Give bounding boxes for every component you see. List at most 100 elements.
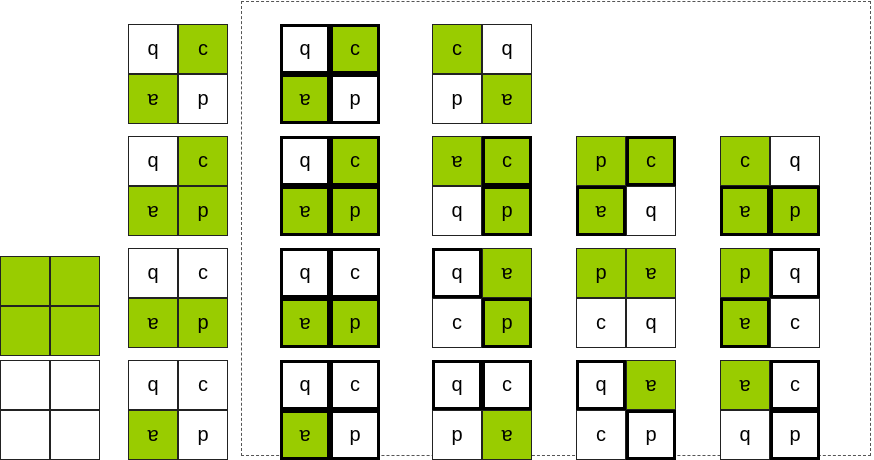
cell-letter: c xyxy=(740,150,750,172)
cell-letter: q xyxy=(299,150,311,172)
cell-letter: c xyxy=(350,374,360,396)
grid-cell: c xyxy=(432,24,482,74)
grid-cell: p xyxy=(432,410,482,460)
grid-cell: c xyxy=(770,298,820,348)
grid-cell: p xyxy=(482,298,532,348)
cell-letter: ɐ xyxy=(299,424,311,446)
cell-letter: p xyxy=(645,424,657,446)
cell-letter: c xyxy=(350,38,360,60)
cell-letter: q xyxy=(451,200,463,222)
cell-letter: c xyxy=(198,38,208,60)
grid-cell: q xyxy=(770,248,820,298)
grid-cell: p xyxy=(330,74,380,124)
cell-letter: ɐ xyxy=(299,312,311,334)
grid-cell: ɐ xyxy=(432,136,482,186)
grid-cell xyxy=(0,360,50,410)
grid-cell: q xyxy=(280,136,330,186)
cell-letter: q xyxy=(645,200,657,222)
cell-letter: c xyxy=(350,262,360,284)
cell-letter: ɐ xyxy=(147,200,159,222)
cell-letter: c xyxy=(198,150,208,172)
grid-cell: c xyxy=(576,298,626,348)
grid-cell: c xyxy=(770,360,820,410)
grid-cell: c xyxy=(720,136,770,186)
grid-cell: c xyxy=(178,360,228,410)
cell-letter: c xyxy=(452,312,462,334)
grid-cell: c xyxy=(178,248,228,298)
cell-letter: p xyxy=(349,312,361,334)
cell-letter: p xyxy=(595,150,607,172)
cell-letter: ɐ xyxy=(739,374,751,396)
cell-letter: p xyxy=(197,424,209,446)
grid-cell: q xyxy=(128,136,178,186)
grid-cell: c xyxy=(482,136,532,186)
cell-letter: q xyxy=(147,262,159,284)
cell-letter: ɐ xyxy=(501,262,513,284)
cell-letter: q xyxy=(147,150,159,172)
grid-cell: c xyxy=(178,24,228,74)
grid-cell: p xyxy=(576,248,626,298)
grid-cell xyxy=(0,306,50,356)
grid-cell xyxy=(50,360,100,410)
grid-cell xyxy=(0,256,50,306)
grid-cell: q xyxy=(280,24,330,74)
cell-letter: ɐ xyxy=(147,312,159,334)
cell-letter: ɐ xyxy=(299,88,311,110)
grid-cell: q xyxy=(576,360,626,410)
cell-letter: ɐ xyxy=(645,262,657,284)
grid-cell: p xyxy=(330,410,380,460)
grid-cell: p xyxy=(770,186,820,236)
cell-letter: q xyxy=(299,38,311,60)
grid-cell xyxy=(50,306,100,356)
cell-letter: c xyxy=(198,374,208,396)
grid-cell: c xyxy=(432,298,482,348)
cell-letter: p xyxy=(789,200,801,222)
cell-letter: p xyxy=(197,88,209,110)
cell-letter: c xyxy=(198,262,208,284)
cell-letter: p xyxy=(451,424,463,446)
grid-cell: q xyxy=(128,360,178,410)
cell-letter: q xyxy=(789,150,801,172)
grid-cell: ɐ xyxy=(280,298,330,348)
grid-cell: ɐ xyxy=(128,74,178,124)
cell-letter: p xyxy=(739,262,751,284)
grid-cell: ɐ xyxy=(482,74,532,124)
cell-letter: q xyxy=(645,312,657,334)
grid-cell: q xyxy=(626,298,676,348)
grid-cell: c xyxy=(482,360,532,410)
cell-letter: ɐ xyxy=(645,374,657,396)
cell-letter: ɐ xyxy=(739,200,751,222)
grid-cell xyxy=(50,410,100,460)
legend-grid-all-green xyxy=(0,256,100,356)
grid-cell: c xyxy=(330,248,380,298)
cell-letter: c xyxy=(502,150,512,172)
grid-cell: c xyxy=(576,410,626,460)
grid-cell: ɐ xyxy=(720,360,770,410)
cell-letter: q xyxy=(147,374,159,396)
grid-cell: c xyxy=(330,24,380,74)
grid-cell: c xyxy=(330,136,380,186)
cell-letter: c xyxy=(646,150,656,172)
cell-letter: c xyxy=(790,374,800,396)
grid-cell: c xyxy=(626,136,676,186)
cell-letter: p xyxy=(451,88,463,110)
grid-cell: q xyxy=(432,360,482,410)
grid-cell: p xyxy=(178,186,228,236)
grid-cell: q xyxy=(128,24,178,74)
grid-cell: p xyxy=(482,186,532,236)
grid-cell: ɐ xyxy=(128,410,178,460)
cell-letter: q xyxy=(789,262,801,284)
grid-cell: ɐ xyxy=(482,410,532,460)
cell-letter: ɐ xyxy=(501,88,513,110)
grid-cell: ɐ xyxy=(128,298,178,348)
grid-cell: c xyxy=(178,136,228,186)
